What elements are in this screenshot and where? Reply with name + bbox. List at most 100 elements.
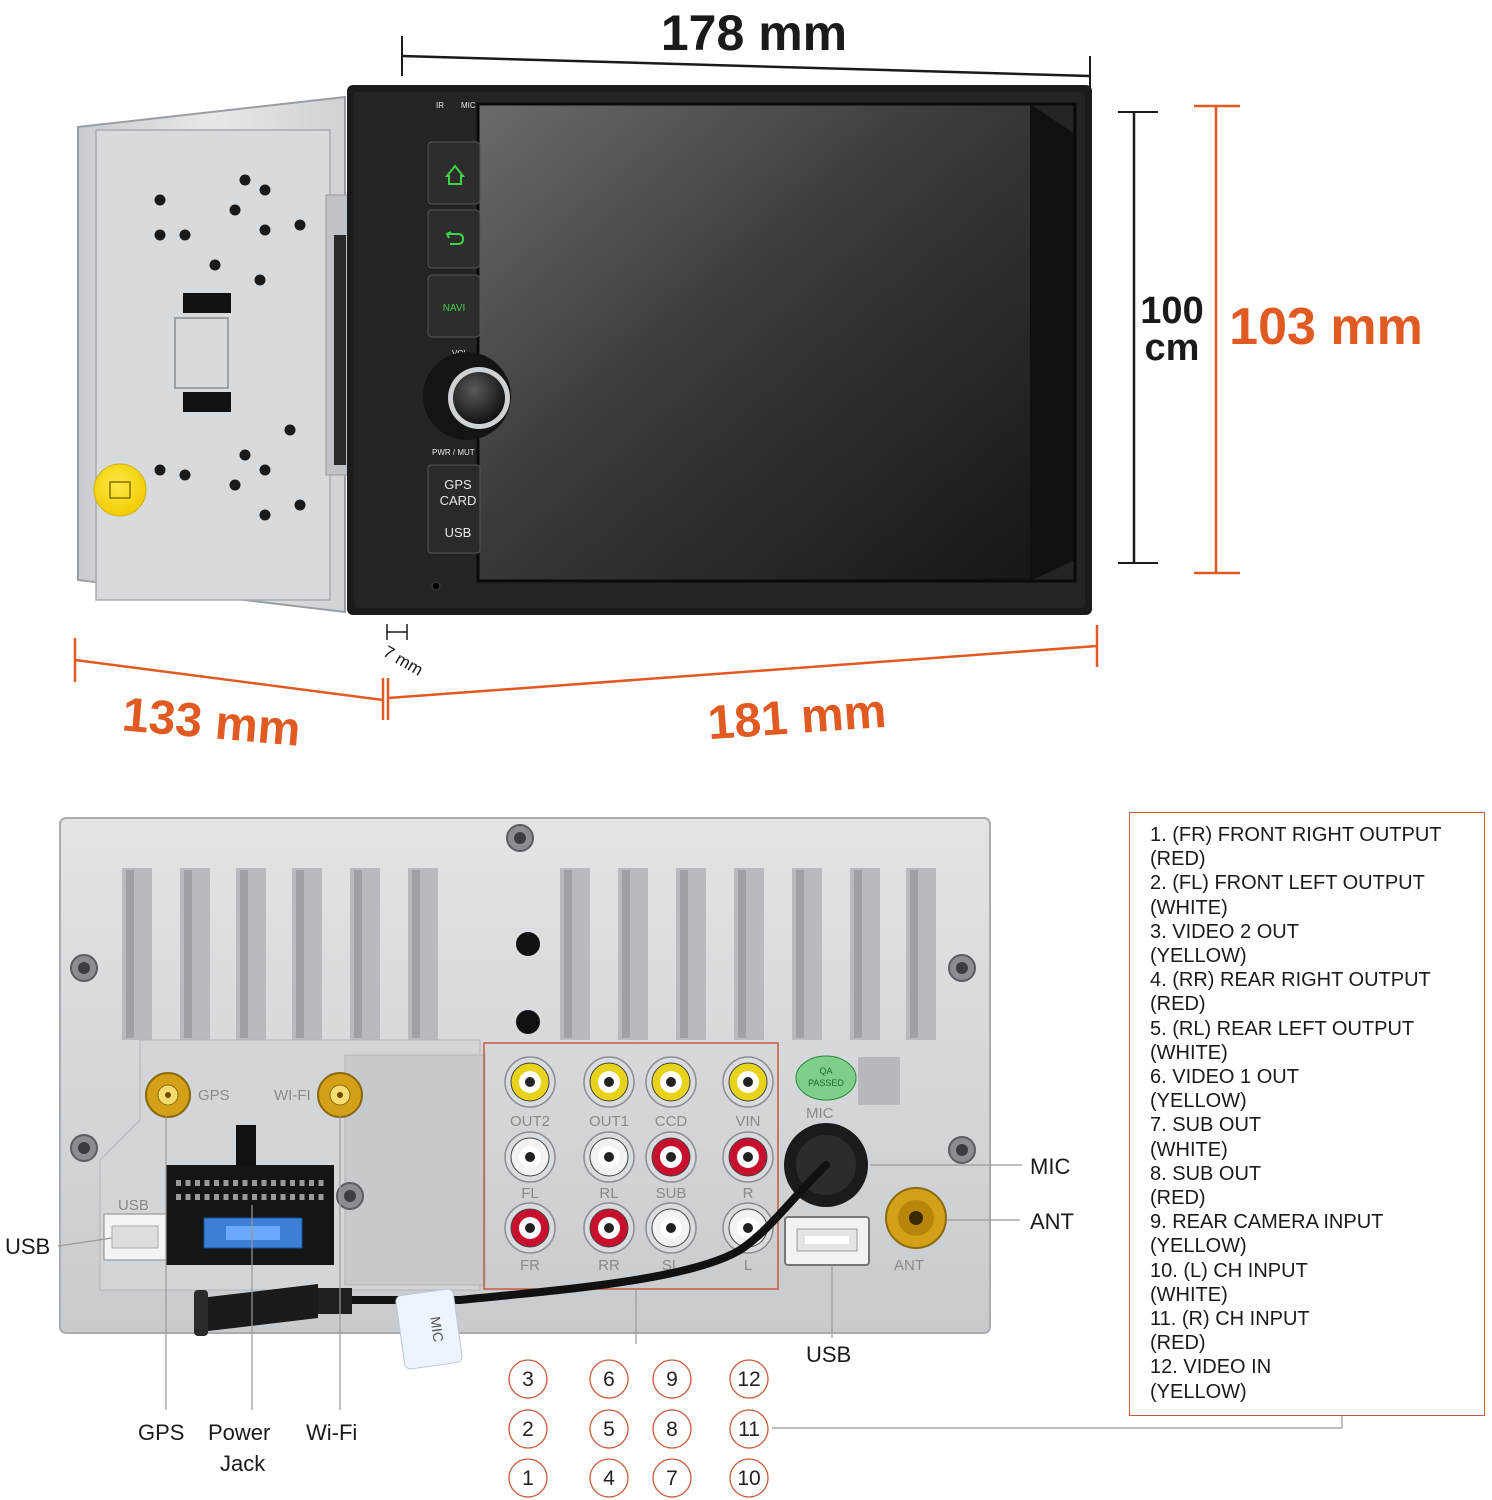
cable-tag-label: MIC xyxy=(427,1315,446,1343)
rca-jack[interactable] xyxy=(504,1131,556,1183)
number-circle xyxy=(508,1458,548,1498)
number-label: 1 xyxy=(522,1467,534,1490)
qa-badge-line2: PASSED xyxy=(808,1078,844,1088)
rca-jack[interactable] xyxy=(504,1202,556,1254)
callout-mic: MIC xyxy=(1030,1154,1070,1179)
legend-line: 10. (L) CH INPUT xyxy=(1150,1259,1308,1282)
rca-jack-label: OUT2 xyxy=(510,1113,550,1130)
legend-line: 11. (R) CH INPUT xyxy=(1150,1308,1310,1331)
back-button[interactable] xyxy=(427,209,481,269)
total-height-text: 103 mm xyxy=(1229,298,1423,356)
legend-line: (YELLOW) xyxy=(1150,1380,1247,1403)
legend-line: 9. REAR CAMERA INPUT xyxy=(1150,1211,1384,1234)
rca-jack-label: R xyxy=(743,1185,754,1202)
legend-line: (WHITE) xyxy=(1150,1283,1228,1306)
number-circle xyxy=(508,1359,548,1399)
wifi-port-label: WI-FI xyxy=(274,1087,311,1104)
number-circle xyxy=(652,1409,692,1449)
rca-jack[interactable] xyxy=(583,1131,635,1183)
number-circle xyxy=(589,1359,629,1399)
callout-power-line2: Jack xyxy=(220,1451,266,1476)
number-label: 2 xyxy=(522,1418,534,1441)
legend-line: (WHITE) xyxy=(1150,1138,1228,1161)
callout-ant: ANT xyxy=(1030,1209,1074,1234)
dimension-height-100: 100 cm xyxy=(1118,111,1204,564)
number-circle xyxy=(729,1458,769,1498)
usb-port-bottom[interactable] xyxy=(784,1216,870,1266)
number-label: 11 xyxy=(738,1418,760,1441)
card-slot-cover[interactable]: GPS CARD USB xyxy=(427,464,481,554)
navi-label: NAVI xyxy=(443,303,466,314)
rca-jack-frame xyxy=(483,1042,779,1290)
rca-jack[interactable] xyxy=(722,1056,774,1108)
rca-jack-label: L xyxy=(744,1257,752,1274)
legend-line: (YELLOW) xyxy=(1150,945,1247,968)
rca-jack-label: VIN xyxy=(735,1113,760,1130)
touch-screen[interactable] xyxy=(478,104,1030,581)
mic-port-label: MIC xyxy=(806,1105,834,1122)
legend-line: (RED) xyxy=(1150,1187,1206,1210)
number-label: 10 xyxy=(737,1467,760,1490)
reset-hole[interactable] xyxy=(431,581,441,591)
rca-jack-label: RR xyxy=(598,1257,620,1274)
screen-height-unit: cm xyxy=(1145,327,1200,369)
antenna-port[interactable] xyxy=(885,1187,947,1249)
home-icon xyxy=(444,164,466,185)
dimension-width-181: 181 mm xyxy=(386,625,1099,750)
number-circle xyxy=(652,1458,692,1498)
rca-jack-label: FL xyxy=(521,1185,539,1202)
legend-line: 6. VIDEO 1 OUT xyxy=(1150,1066,1299,1089)
wifi-antenna-port[interactable] xyxy=(317,1072,363,1118)
warning-sticker xyxy=(93,463,147,517)
rca-jack-label: OUT1 xyxy=(589,1113,629,1130)
number-circle xyxy=(652,1359,692,1399)
number-label: 3 xyxy=(522,1368,534,1391)
qa-badge-line1: QA xyxy=(819,1066,832,1076)
rca-jack[interactable] xyxy=(645,1202,697,1254)
rca-jack[interactable] xyxy=(583,1202,635,1254)
volume-knob[interactable] xyxy=(423,352,511,440)
legend-line: (WHITE) xyxy=(1150,1041,1228,1064)
connector-legend: 1. (FR) FRONT RIGHT OUTPUT(RED)2. (FL) F… xyxy=(1129,812,1485,1416)
navi-button[interactable]: NAVI xyxy=(427,274,481,338)
power-jack-connector[interactable] xyxy=(166,1125,334,1265)
legend-line: 3. VIDEO 2 OUT xyxy=(1150,920,1299,943)
number-label: 7 xyxy=(666,1467,678,1490)
qa-passed-badge: QA PASSED xyxy=(795,1055,857,1101)
rca-jack[interactable] xyxy=(645,1056,697,1108)
legend-line: 12. VIDEO IN xyxy=(1150,1356,1272,1379)
number-label: 8 xyxy=(666,1418,678,1441)
rca-jack-label: CCD xyxy=(655,1113,688,1130)
number-circle xyxy=(729,1409,769,1449)
gps-antenna-port[interactable] xyxy=(145,1072,191,1118)
home-button[interactable] xyxy=(427,141,481,205)
callout-gps: GPS xyxy=(138,1420,184,1445)
front-bezel: IR MIC NAVI VOL PWR / MUT GPS CARD USB xyxy=(347,85,1092,615)
ant-port-label: ANT xyxy=(894,1257,924,1274)
number-label: 12 xyxy=(737,1368,760,1391)
number-circle xyxy=(589,1458,629,1498)
usb-slot-label: USB xyxy=(445,525,472,540)
callout-usb-left: USB xyxy=(5,1234,50,1259)
rca-jack[interactable] xyxy=(583,1056,635,1108)
legend-line: (WHITE) xyxy=(1150,896,1228,919)
legend-line: (RED) xyxy=(1150,848,1206,871)
usb-port-left[interactable]: USB xyxy=(103,1197,167,1261)
callout-power-line1: Power xyxy=(208,1420,270,1445)
screen-height-text: 100 xyxy=(1140,290,1203,332)
rca-jack-label: FR xyxy=(520,1257,540,1274)
back-icon xyxy=(445,231,465,245)
rca-jack[interactable] xyxy=(504,1056,556,1108)
rca-jack[interactable] xyxy=(722,1131,774,1183)
legend-line: (RED) xyxy=(1150,1332,1206,1355)
side-chassis xyxy=(77,95,349,614)
legend-line: 2. (FL) FRONT LEFT OUTPUT xyxy=(1150,872,1425,895)
mic-cable: MIC xyxy=(194,1161,830,1370)
rca-jack[interactable] xyxy=(645,1131,697,1183)
legend-line: 7. SUB OUT xyxy=(1150,1114,1262,1137)
bezel-thickness-text: 7 mm xyxy=(380,642,426,680)
